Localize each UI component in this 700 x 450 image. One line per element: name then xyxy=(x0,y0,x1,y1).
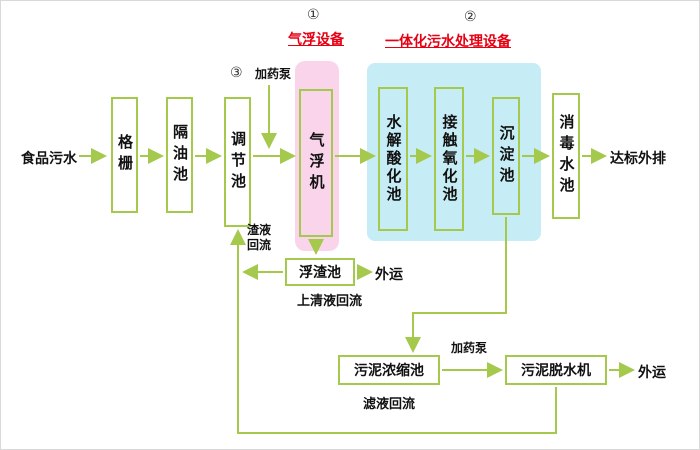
circled-number-2: ② xyxy=(464,9,477,25)
slag-reflux-label: 渣液回流 xyxy=(247,223,272,252)
integrated-treatment-equipment-label: 一体化污水处理设备 xyxy=(385,34,511,50)
air-flotation-equipment-label: 气浮设备 xyxy=(288,32,344,48)
outbound-label-bottom: 外运 xyxy=(638,365,666,381)
dosing-pump-label-top: 加药泵 xyxy=(255,67,292,81)
node-regulating-tank-label: 调节池 xyxy=(229,130,247,194)
node-regulating-tank: 调节池 xyxy=(224,97,251,227)
supernatant-reflux-label: 上清液回流 xyxy=(297,294,363,309)
node-sludge-dewatering-machine-label: 污泥脱水机 xyxy=(521,363,591,379)
filtrate-reflux-label: 滤液回流 xyxy=(363,397,416,412)
circled-number-1: ① xyxy=(307,7,320,23)
node-sludge-dewatering-machine: 污泥脱水机 xyxy=(505,355,607,385)
node-sludge-thickening-tank-label: 污泥浓缩池 xyxy=(354,363,424,379)
node-scum-tank-label: 浮渣池 xyxy=(299,265,341,281)
node-grid-label: 格栅 xyxy=(116,134,134,176)
node-grid: 格栅 xyxy=(111,97,138,213)
node-sedimentation-tank-label: 沉淀池 xyxy=(497,124,516,188)
dosing-pump-label-bottom: 加药泵 xyxy=(451,341,488,355)
outbound-label-top: 外运 xyxy=(375,267,403,283)
node-scum-tank: 浮渣池 xyxy=(285,258,355,286)
node-hydrolysis-acidification-tank: 水解酸化池 xyxy=(378,87,408,231)
node-air-flotation-machine: 气浮机 xyxy=(299,89,333,237)
node-contact-oxidation-tank: 接触氧化池 xyxy=(434,87,464,231)
node-oil-separation-tank-label: 隔油池 xyxy=(171,123,189,187)
circled-number-3: ③ xyxy=(230,65,243,81)
node-air-flotation-machine-label: 气浮机 xyxy=(307,131,326,195)
node-sludge-thickening-tank: 污泥浓缩池 xyxy=(338,355,440,385)
discharge-label: 达标外排 xyxy=(610,151,666,167)
node-sedimentation-tank: 沉淀池 xyxy=(492,97,520,215)
node-disinfection-tank-label: 消毒水池 xyxy=(557,114,576,198)
node-disinfection-tank: 消毒水池 xyxy=(552,93,580,219)
source-label: 食品污水 xyxy=(21,151,77,167)
node-hydrolysis-acidification-tank-label: 水解酸化池 xyxy=(384,114,403,204)
node-oil-separation-tank: 隔油池 xyxy=(166,97,193,213)
integrated-equipment-highlight xyxy=(367,63,541,241)
node-contact-oxidation-tank-label: 接触氧化池 xyxy=(440,114,459,204)
